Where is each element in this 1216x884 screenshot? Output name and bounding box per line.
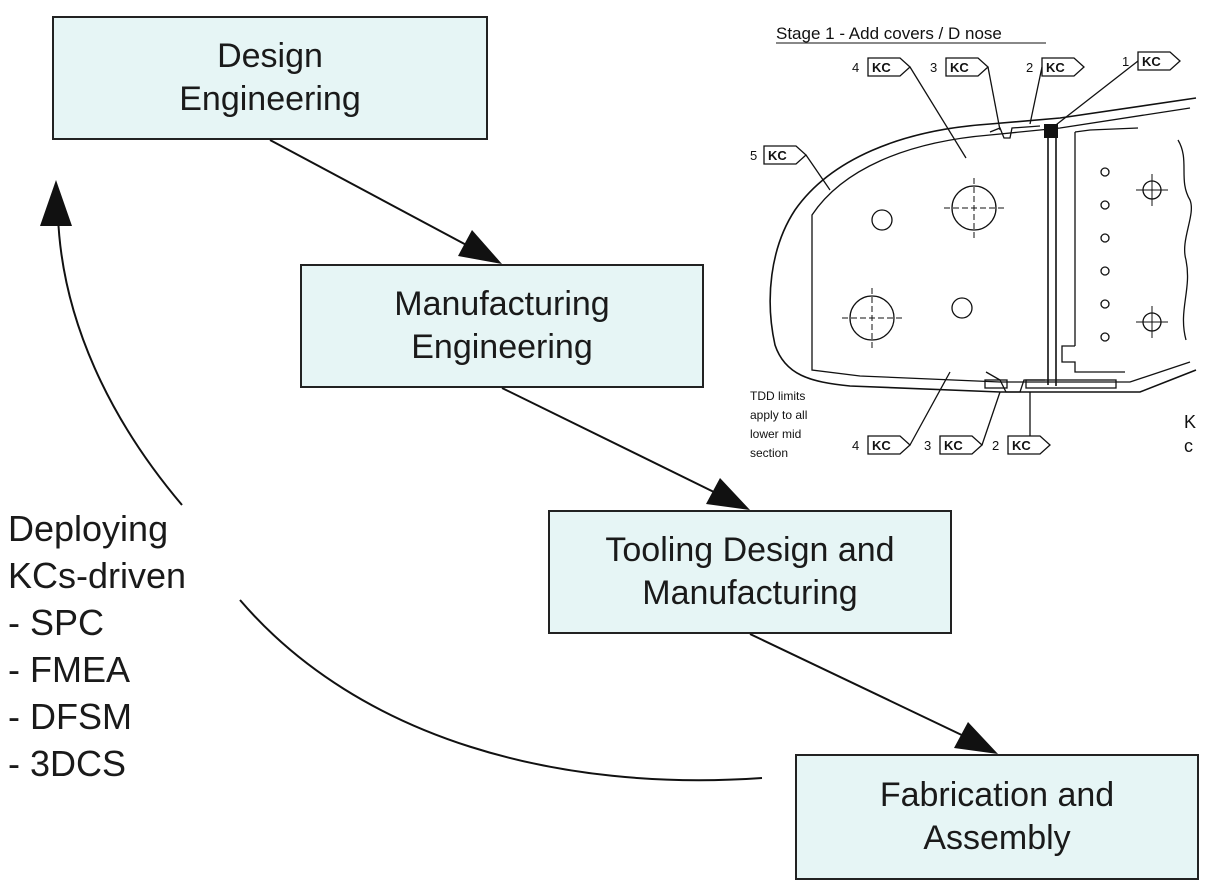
kcs-heading-line-2: KCs-driven [8,555,187,596]
kc-callout-4-top: 4 KC [852,57,967,159]
kcs-heading-line-1: Deploying [8,508,169,549]
manufacturing-engineering-box: Manufacturing Engineering [300,264,704,388]
fabrication-assembly-line-2: Assembly [923,819,1071,857]
design-engineering-box: Design Engineering [52,16,488,140]
kc-callout-number: 2 [992,438,999,453]
kc-callout-2-bottom: 2 KC [992,392,1051,455]
kc-tag: KC [768,148,787,163]
kc-tag: KC [1046,60,1065,75]
kcs-panel: Deploying KCs-driven - SPC - FMEA - DFSM… [8,505,186,787]
kc-callout-number: 3 [930,60,937,75]
fabrication-assembly-box: Fabrication and Assembly [795,754,1199,880]
tooling-design-label: Tooling Design and Manufacturing [605,529,894,615]
kc-callout-number: 1 [1122,54,1129,69]
arrowhead-1 [458,230,502,264]
tdd-note-line-1: TDD limits [750,389,805,403]
kc-tag: KC [872,438,891,453]
kc-callout-3-top: 3 KC [930,57,1001,131]
feedback-arrowhead [40,180,72,226]
kc-tag: KC [1012,438,1031,453]
arrowhead-2 [706,478,750,510]
kc-tag: KC [944,438,963,453]
tooling-design-box: Tooling Design and Manufacturing [548,510,952,634]
design-engineering-line-2: Engineering [179,80,361,118]
d-nose-outer [769,97,1197,393]
kcs-item-spc: - SPC [8,602,105,643]
kc-callout-2-top: 2 KC [1026,57,1085,125]
arrow-manufacturing-to-tooling [501,387,721,496]
flow-arrows [40,139,998,782]
kcs-item-fmea: - FMEA [8,649,130,690]
cropped-char-2: c [1184,436,1193,456]
arrowhead-3 [954,722,998,754]
drawing-title: Stage 1 - Add covers / D nose [776,24,1002,43]
manufacturing-engineering-label: Manufacturing Engineering [394,283,609,369]
design-engineering-line-1: Design [217,37,323,75]
tdd-note-line-2: apply to all [750,408,807,422]
manufacturing-engineering-line-1: Manufacturing [394,285,610,323]
tooling-design-line-1: Tooling Design and [605,531,895,569]
arrow-tooling-to-fabrication [749,633,969,739]
cropped-char-1: K [1184,412,1196,432]
kc-callout-number: 4 [852,438,859,453]
kc-callout-5-left: 5 KC [750,145,831,191]
kc-callout-number: 4 [852,60,859,75]
kc-tag: KC [872,60,891,75]
fabrication-assembly-line-1: Fabrication and [879,776,1115,814]
design-engineering-label: Design Engineering [179,35,360,121]
arrow-design-to-manufacturing [269,139,473,249]
manufacturing-engineering-line-2: Engineering [411,328,593,366]
kc-tag: KC [1142,54,1161,69]
fabrication-assembly-label: Fabrication and Assembly [880,774,1114,860]
d-nose-inner [811,107,1191,383]
kc-callout-1-top: 1 KC [1051,51,1181,129]
kc-callout-4-bottom: 4 KC [852,371,951,455]
feedback-curve-lower [239,599,763,782]
kc-callout-number: 5 [750,148,757,163]
wing-d-nose-drawing: Stage 1 - Add covers / D nose [750,24,1197,460]
kc-tag: KC [950,60,969,75]
kc-callout-number: 3 [924,438,931,453]
rivet-column [1100,167,1110,342]
tdd-note-line-4: section [750,446,788,460]
kc-callout-number: 2 [1026,60,1033,75]
tooling-design-line-2: Manufacturing [642,574,858,612]
kcs-item-dfsm: - DFSM [8,696,132,737]
kc-callout-3-bottom: 3 KC [924,391,1001,455]
tdd-note-line-3: lower mid [750,427,801,441]
tdd-note: TDD limits apply to all lower mid sectio… [750,389,807,460]
kcs-item-3dcs: - 3DCS [8,743,127,784]
feedback-curve-upper [57,215,183,506]
